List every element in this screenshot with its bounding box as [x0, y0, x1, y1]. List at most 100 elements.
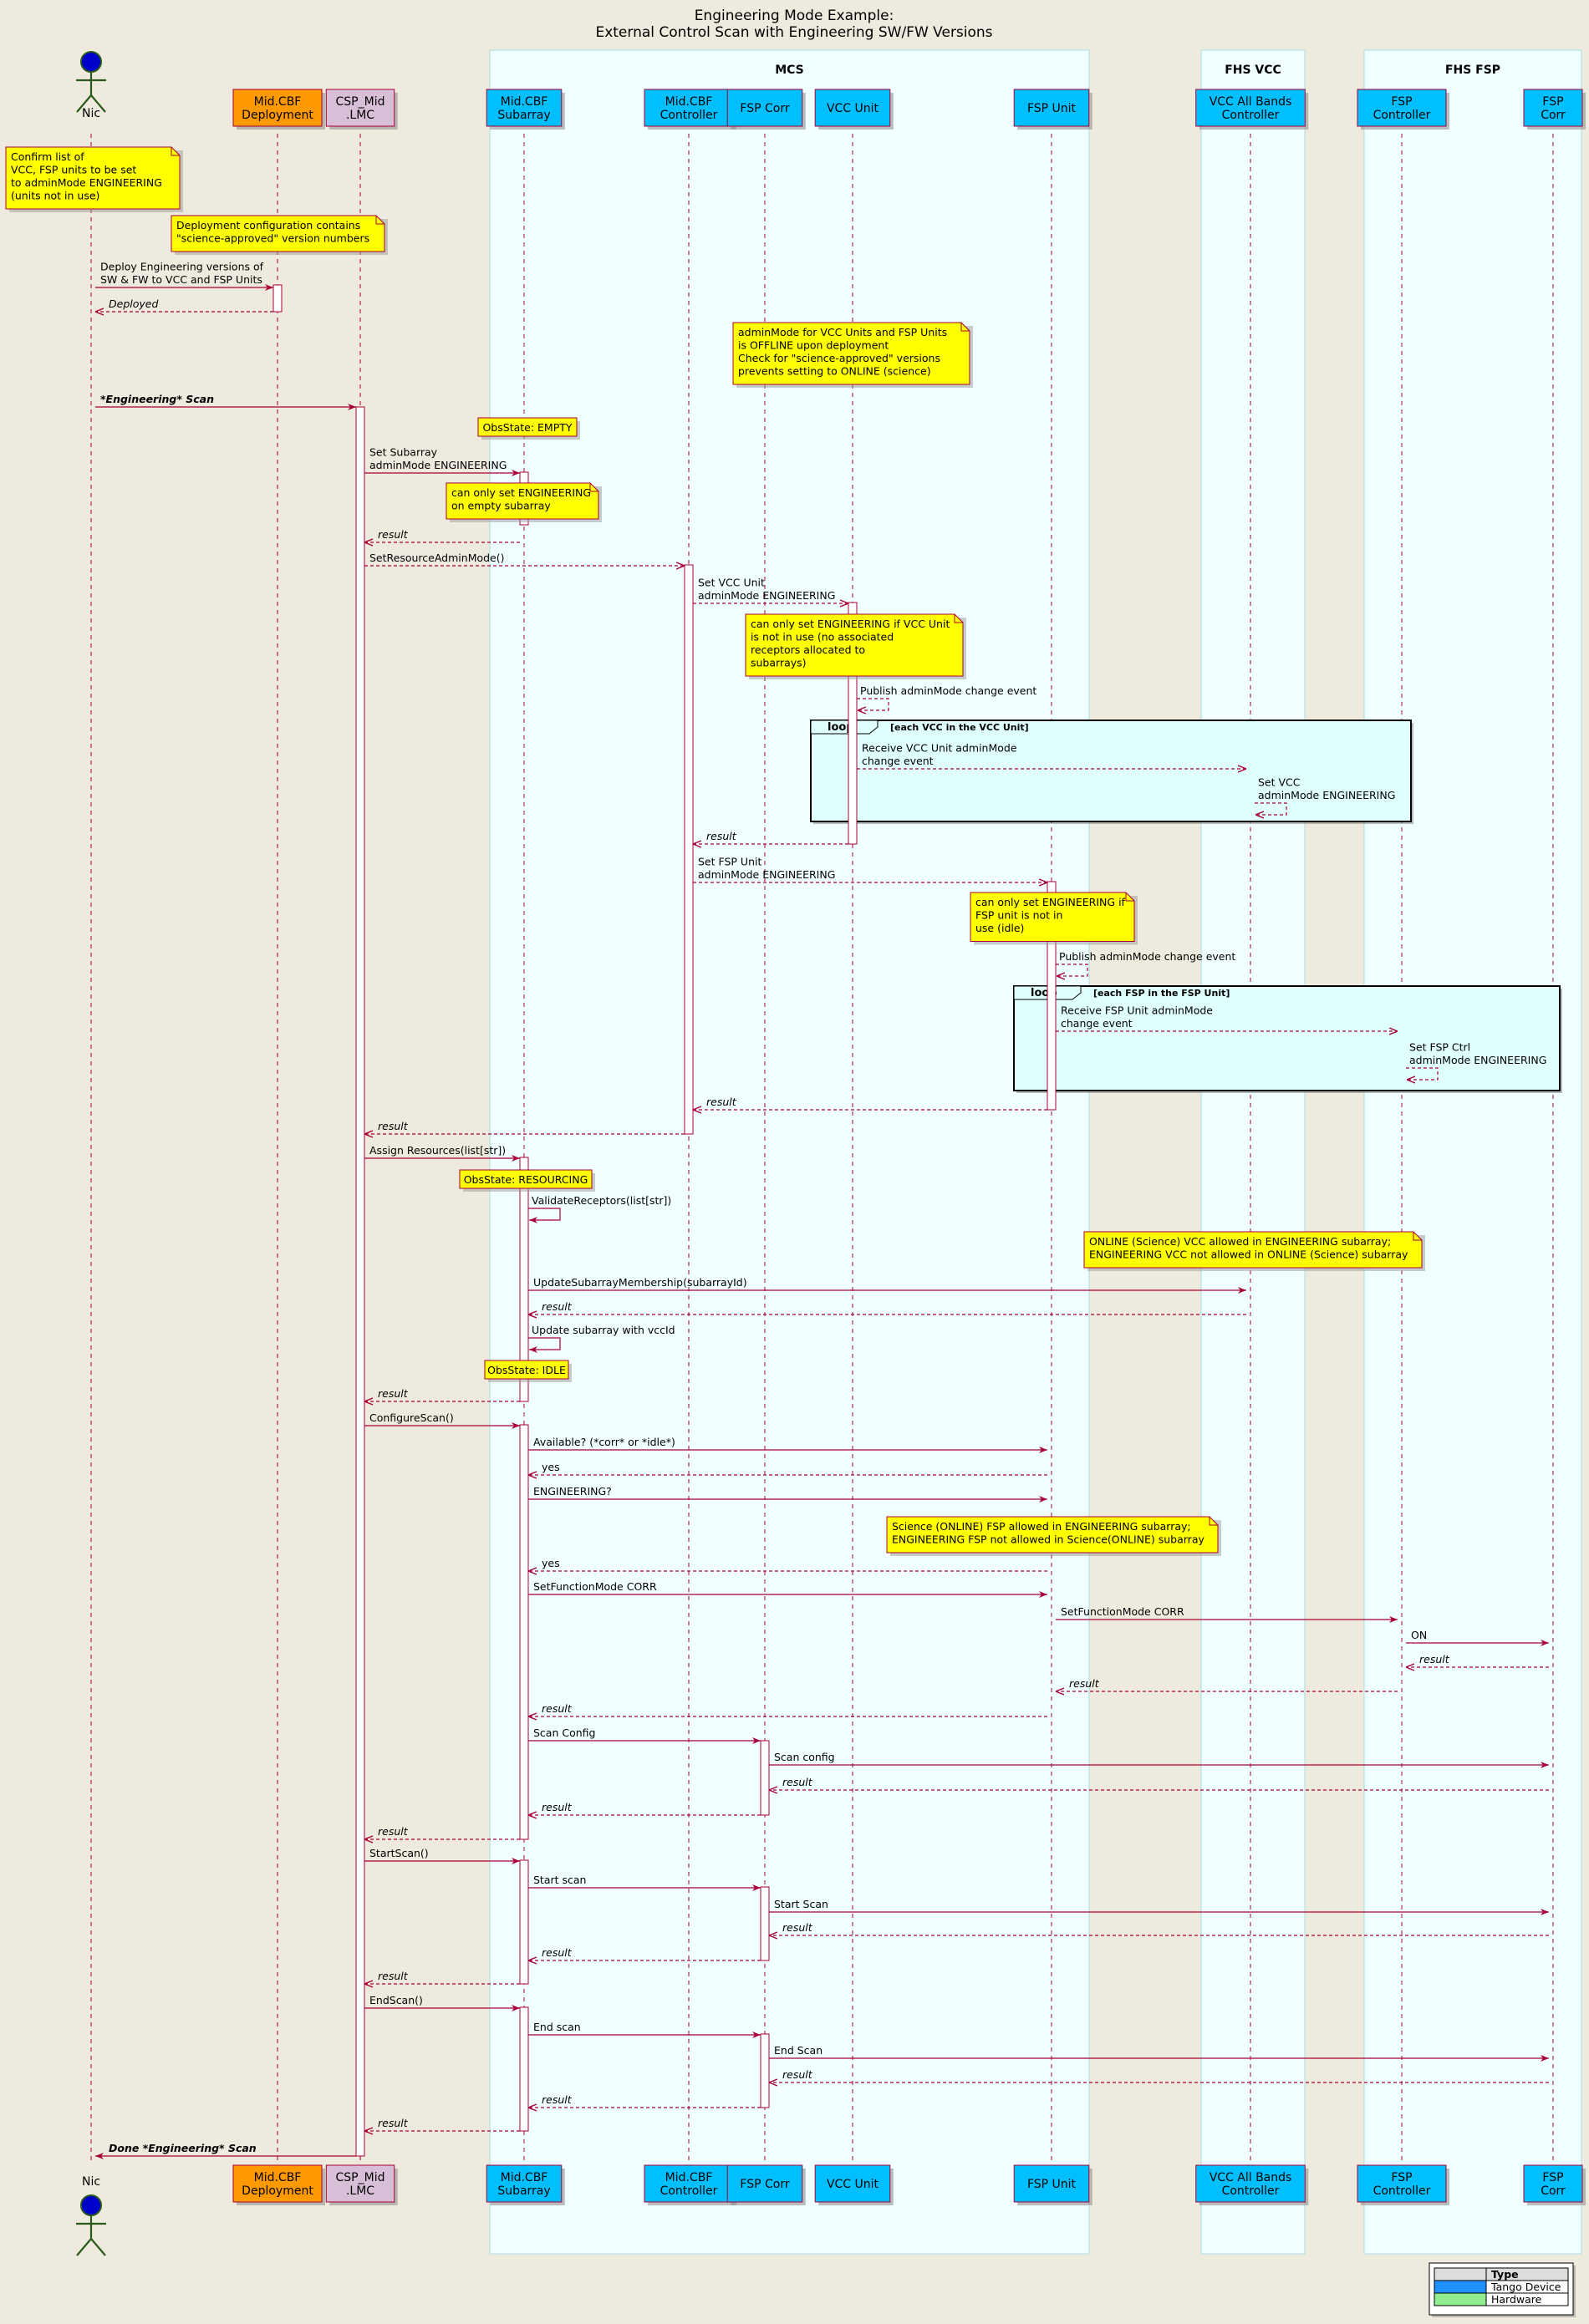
message-m28: yes: [528, 1557, 1047, 1571]
participant-fsp: FSP Unit: [1013, 2164, 1092, 2205]
message-label: Set Subarray: [369, 446, 438, 459]
note-text: Science (ONLINE) FSP allowed in ENGINEER…: [892, 1520, 1191, 1533]
participant-label: Subarray: [497, 109, 550, 122]
note-fold: [589, 483, 598, 492]
note-body: [446, 482, 599, 520]
message-m25: Available? (*corr* or *idle*): [528, 1436, 1047, 1453]
actor-icon: [76, 72, 106, 113]
message-label: result: [1419, 1653, 1450, 1665]
message-label: SW & FW to VCC and FSP Units: [100, 273, 262, 286]
note-text: on empty subarray: [451, 500, 551, 512]
message-m5: result: [364, 528, 520, 542]
participant-box: [726, 2164, 803, 2203]
participant-label: Deployment: [242, 109, 313, 122]
message-m49: result: [769, 2068, 1549, 2082]
box-title: FHS VCC: [1225, 64, 1281, 77]
note-text: to adminMode ENGINEERING: [11, 176, 162, 189]
participant-label: Controller: [1222, 109, 1280, 122]
participant-label: FSP: [1542, 2171, 1563, 2184]
participant-box: [644, 89, 734, 127]
message-label: Scan Config: [533, 1726, 595, 1739]
message-m36: Scan config: [769, 1751, 1549, 1768]
message-label: Deployed: [109, 297, 158, 310]
note-text: can only set ENGINEERING if: [975, 896, 1126, 908]
message-m31: ON: [1406, 1629, 1549, 1646]
message-m30: SetFunctionMode CORR: [1056, 1605, 1398, 1623]
participant-box: [1195, 89, 1306, 127]
message-label: Receive VCC Unit adminMode: [862, 742, 1017, 755]
message-arrow: [857, 698, 889, 710]
obsstate-note: ObsState: EMPTY: [477, 417, 580, 440]
note-text: receptors allocated to: [751, 643, 865, 656]
message-m13: Publish adminMode change event: [1056, 950, 1235, 976]
message-m23: result: [364, 1387, 520, 1401]
box-title: MCS: [775, 64, 804, 77]
message-label: StartScan(): [369, 1847, 429, 1859]
message-m52: Done *Engineering* Scan: [95, 2142, 356, 2159]
box-title: FHS FSP: [1445, 64, 1500, 77]
note-text: VCC, FSP units to be set: [11, 164, 136, 176]
participant-label: Controller: [660, 2184, 718, 2198]
note-body: [5, 146, 181, 210]
message-m20: UpdateSubarrayMembership(subarrayId): [528, 1276, 1246, 1294]
note: ONLINE (Science) VCC allowed in ENGINEER…: [1083, 1231, 1425, 1271]
participant-box: [1195, 2164, 1306, 2203]
message-label: SetResourceAdminMode(): [369, 552, 505, 564]
participant-label: Mid.CBF: [501, 95, 548, 109]
message-m11: result: [693, 830, 848, 844]
box-frame: [489, 49, 1090, 2255]
obsstate-note: ObsState: RESOURCING: [459, 1169, 595, 1192]
note-text: Check for "science-approved" versions: [738, 352, 940, 364]
participant-label: Nic: [82, 2175, 100, 2189]
message-arrow: [1255, 802, 1287, 815]
message-label: adminMode ENGINEERING: [698, 589, 835, 602]
actor-nic: Nic: [76, 2175, 106, 2256]
participant-label: VCC Unit: [827, 2178, 879, 2191]
message-m44: result: [528, 1946, 761, 1960]
participant-label: Mid.CBF: [254, 95, 302, 109]
message-m38: result: [528, 1801, 761, 1815]
loop-frame: loop[each VCC in the VCC Unit]: [810, 720, 1413, 824]
note-body: [459, 1169, 593, 1189]
note-fold: [954, 614, 963, 623]
loop-keyword: loop: [828, 721, 854, 734]
box-mcs: MCS: [489, 49, 1090, 2255]
message-label: result: [378, 528, 409, 541]
participant-box: [325, 89, 395, 127]
participant-lmc: CSP_Mid.LMC: [325, 89, 398, 130]
box-frame: [1200, 49, 1306, 2255]
participant-box: [814, 89, 891, 127]
activation-bar: [1047, 881, 1057, 1111]
message-label: SetFunctionMode CORR: [533, 1580, 657, 1593]
message-label: Start scan: [533, 1874, 586, 1886]
note-body: [1083, 1231, 1423, 1269]
note-text: Deployment configuration contains: [176, 219, 360, 231]
message-arrow: [528, 1208, 561, 1223]
diagram-title: Engineering Mode Example:External Contro…: [595, 8, 992, 41]
message-m24: ConfigureScan(): [364, 1411, 520, 1429]
message-label: adminMode ENGINEERING: [369, 459, 507, 471]
activation-bar: [760, 2033, 770, 2108]
message-m45: result: [364, 1970, 520, 1984]
participant-box: [325, 2164, 395, 2203]
message-label: Start Scan: [774, 1898, 828, 1910]
message-m17: result: [364, 1120, 685, 1134]
message-label: result: [378, 1387, 409, 1400]
message-m8: Publish adminMode change event: [857, 684, 1036, 710]
message-label: result: [542, 1300, 573, 1313]
legend-swatch: [1434, 2292, 1487, 2306]
activation-bar: [760, 1886, 770, 1961]
note-fold: [1209, 1517, 1218, 1526]
message-m32: result: [1406, 1653, 1549, 1667]
participant-label: FSP Corr: [740, 102, 789, 115]
